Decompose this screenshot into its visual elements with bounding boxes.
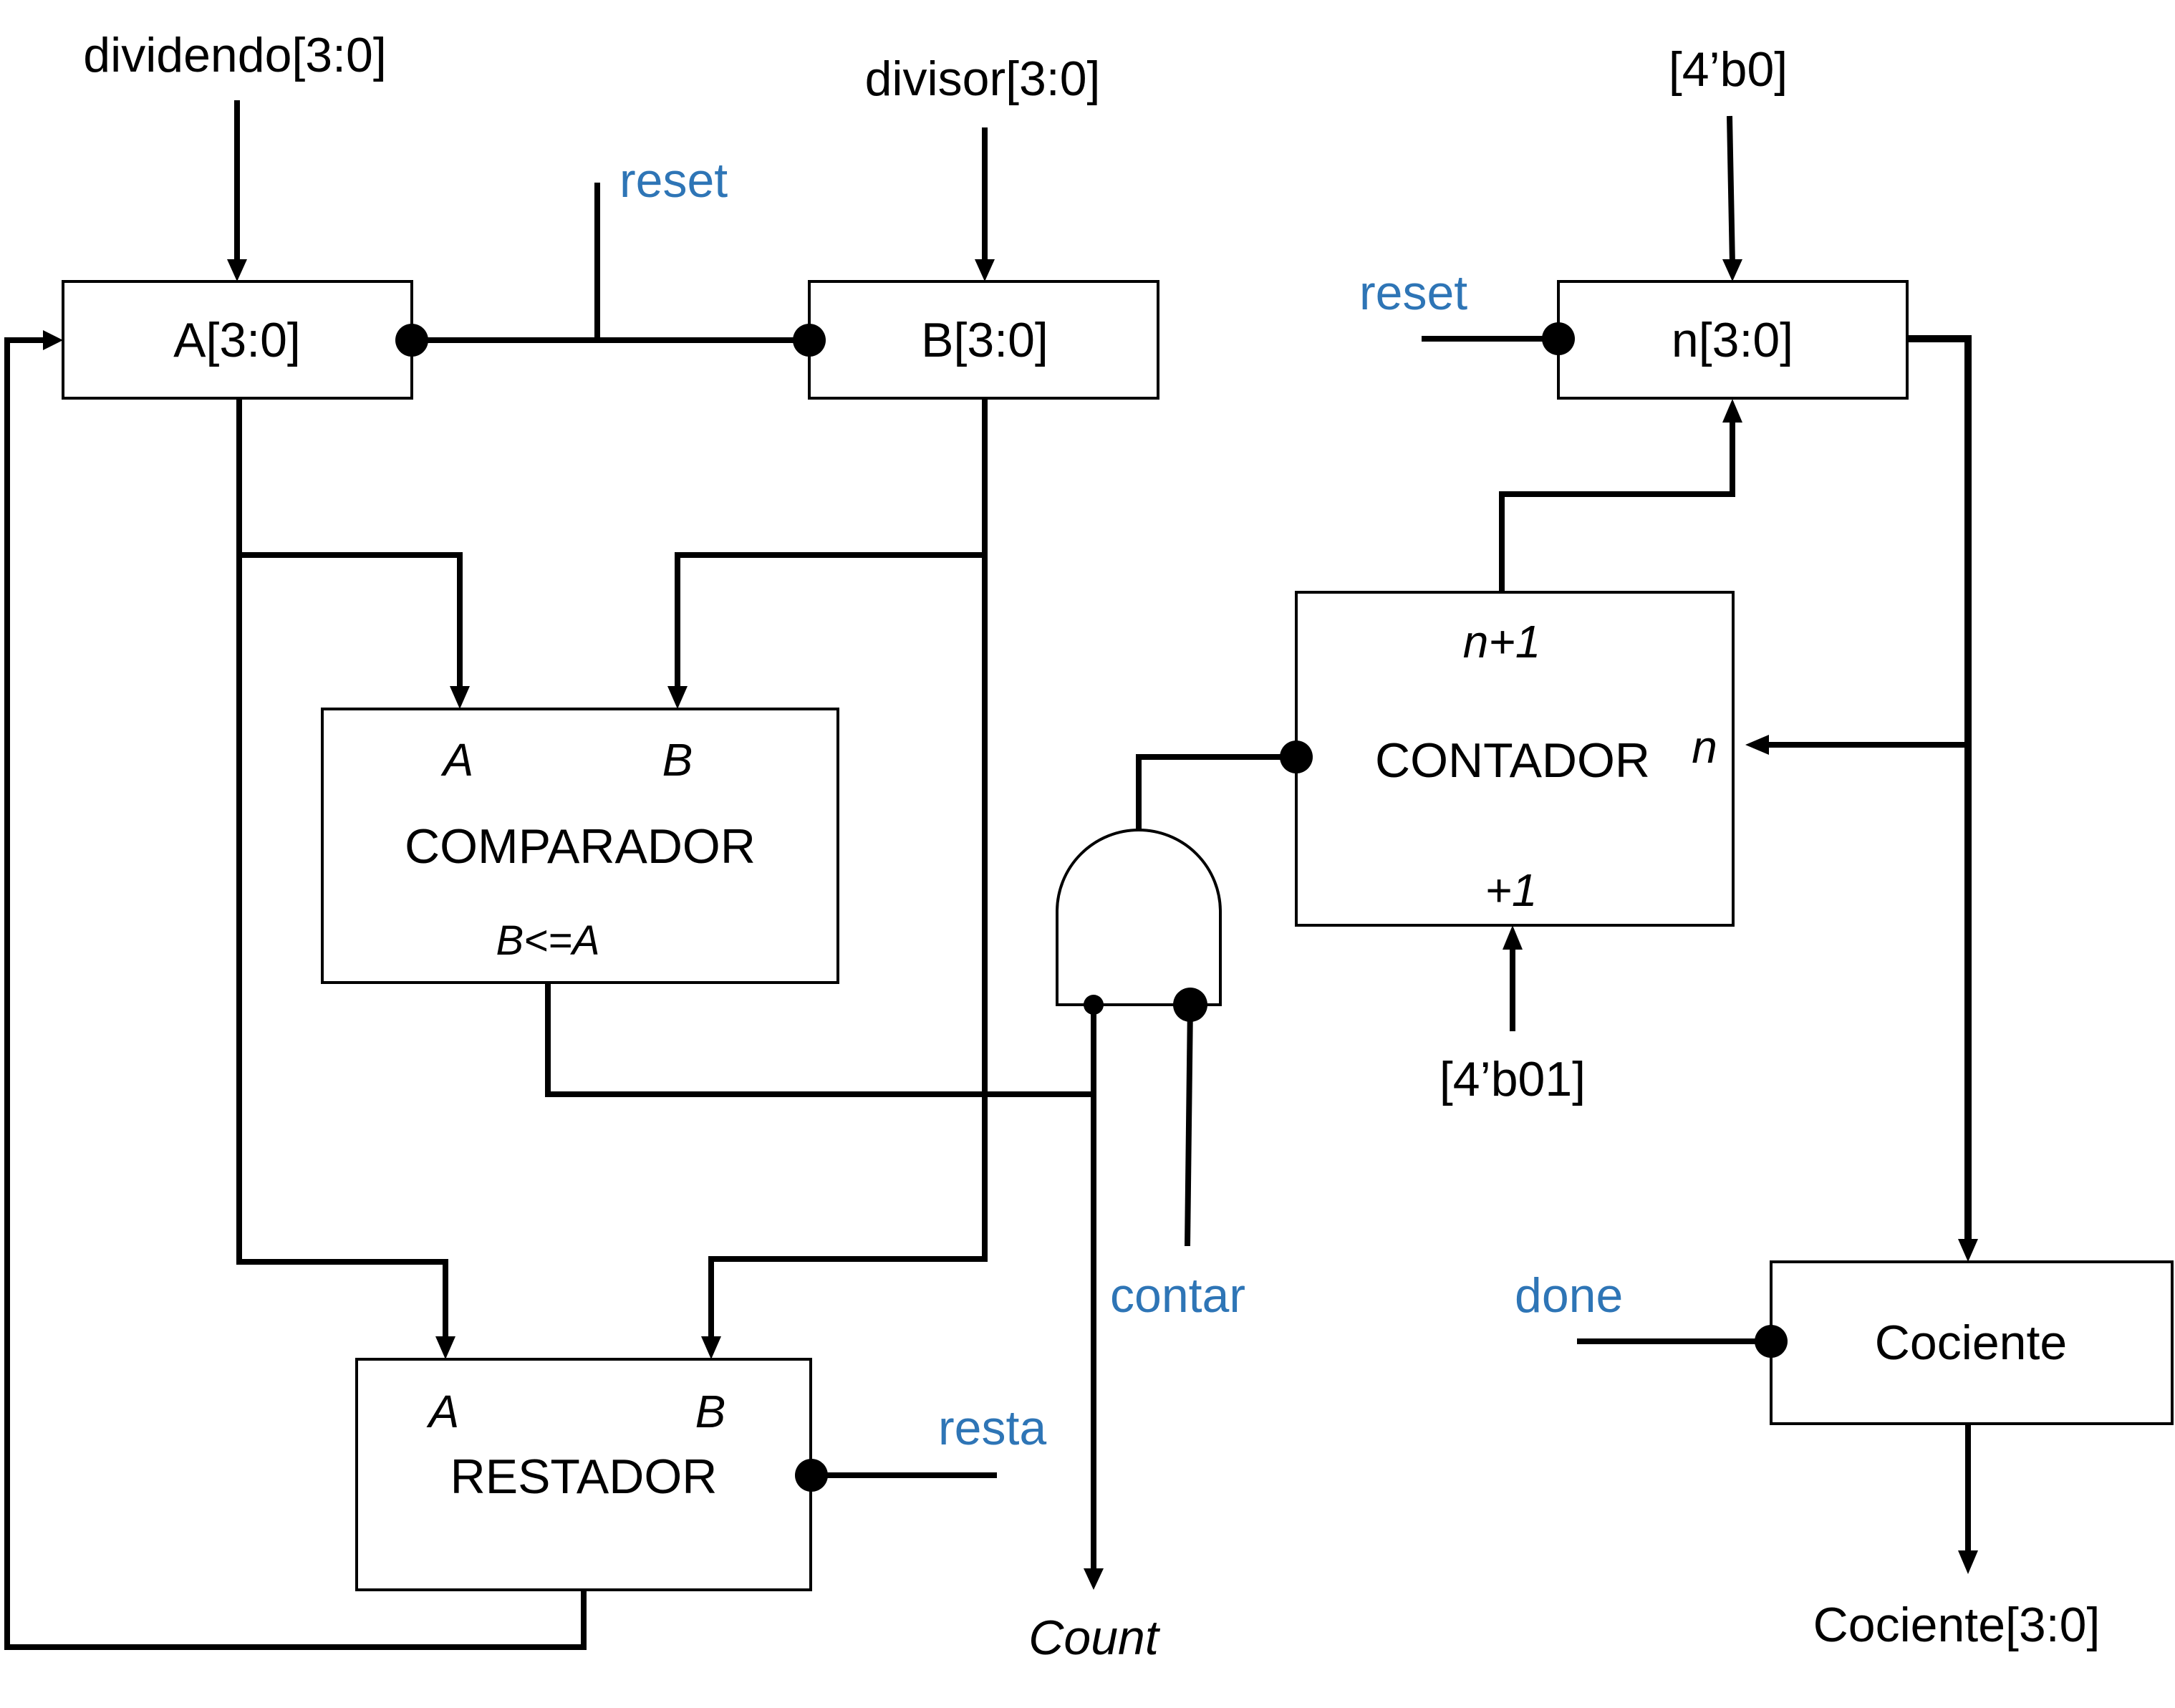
contador-port-inc: +1 xyxy=(1485,864,1538,916)
signal-done: done xyxy=(1515,1268,1623,1323)
register-b-label: B[3:0] xyxy=(921,313,1048,367)
restador-port-b: B xyxy=(695,1386,726,1437)
comparador-port-b: B xyxy=(662,734,693,786)
arrow-down-cociente-out xyxy=(1958,1550,1978,1574)
contador-title: CONTADOR xyxy=(1375,733,1650,788)
restador-port-a: A xyxy=(426,1386,460,1437)
comparador-title: COMPARADOR xyxy=(405,819,756,874)
resta-dot xyxy=(795,1459,828,1492)
wire-n-plus-1 xyxy=(1499,415,1735,591)
wire-feedback xyxy=(4,337,587,1650)
and-in-dot-2 xyxy=(1173,988,1207,1022)
reset-n-dot xyxy=(1542,322,1575,355)
arrow-down-n xyxy=(1722,259,1742,281)
and-out-dot xyxy=(1280,740,1313,773)
arrow-down-cociente xyxy=(1958,1239,1978,1262)
arrow-down-b xyxy=(975,259,995,281)
arrow-up-contador xyxy=(1503,925,1523,950)
done-dot xyxy=(1755,1325,1788,1358)
output-cociente-label: Cociente[3:0] xyxy=(1813,1598,2101,1652)
signal-resta: resta xyxy=(938,1401,1046,1455)
arrow-right-a xyxy=(43,330,63,350)
comparador-port-out: B<=A xyxy=(496,917,599,964)
input-dividendo-label: dividendo[3:0] xyxy=(83,28,386,82)
arrowheads xyxy=(43,259,1978,1590)
arrow-down-rest-b xyxy=(701,1336,721,1359)
signal-contar: contar xyxy=(1110,1268,1245,1323)
clock-dot-b xyxy=(793,324,826,357)
cociente-block xyxy=(1770,1260,2174,1425)
connection-dots xyxy=(395,322,1788,1492)
wire-b-to-comparador xyxy=(675,398,988,1339)
and-gate xyxy=(1056,829,1222,1006)
comparador-port-a: A xyxy=(440,734,474,786)
contador-port-n: n xyxy=(1692,721,1717,773)
and-in-dot-1 xyxy=(1084,995,1104,1015)
signal-reset-ab: reset xyxy=(619,153,728,208)
wire-n-init xyxy=(1727,115,1735,266)
cociente-title: Cociente xyxy=(1875,1316,2067,1370)
register-n-label: n[3:0] xyxy=(1672,313,1793,367)
restador-block xyxy=(355,1358,812,1591)
wires xyxy=(4,100,1972,1650)
register-a xyxy=(62,280,413,400)
register-n xyxy=(1557,280,1909,400)
wire-and-out xyxy=(1136,754,1296,829)
wire-reset-ab xyxy=(412,183,809,343)
wire-a-to-comparador xyxy=(236,398,463,1339)
input-increment-label: [4’b01] xyxy=(1439,1052,1586,1106)
wire-comparador-out xyxy=(545,983,1094,1097)
register-b xyxy=(808,280,1159,400)
arrow-up-n xyxy=(1722,399,1742,423)
wire-n-out xyxy=(1905,335,1972,1246)
arrow-down-cmp-a xyxy=(450,686,470,709)
arrow-down-rest-a xyxy=(435,1336,455,1359)
signal-reset-n: reset xyxy=(1359,266,1467,320)
contador-block xyxy=(1295,591,1735,927)
arrow-down-a xyxy=(227,259,247,281)
clock-dot-a xyxy=(395,324,428,357)
arrow-down-count xyxy=(1084,1568,1104,1590)
contador-port-out: n+1 xyxy=(1463,616,1541,667)
output-count-label: Count xyxy=(1028,1611,1161,1665)
wire-contar xyxy=(1185,1004,1193,1247)
register-a-label: A[3:0] xyxy=(173,313,301,367)
input-divisor-label: divisor[3:0] xyxy=(865,52,1101,106)
input-n-init-label: [4’b0] xyxy=(1669,42,1788,97)
restador-title: RESTADOR xyxy=(450,1449,718,1504)
comparador-block xyxy=(321,708,839,984)
arrow-left-contador xyxy=(1745,735,1769,755)
arrow-down-cmp-b xyxy=(667,686,688,709)
